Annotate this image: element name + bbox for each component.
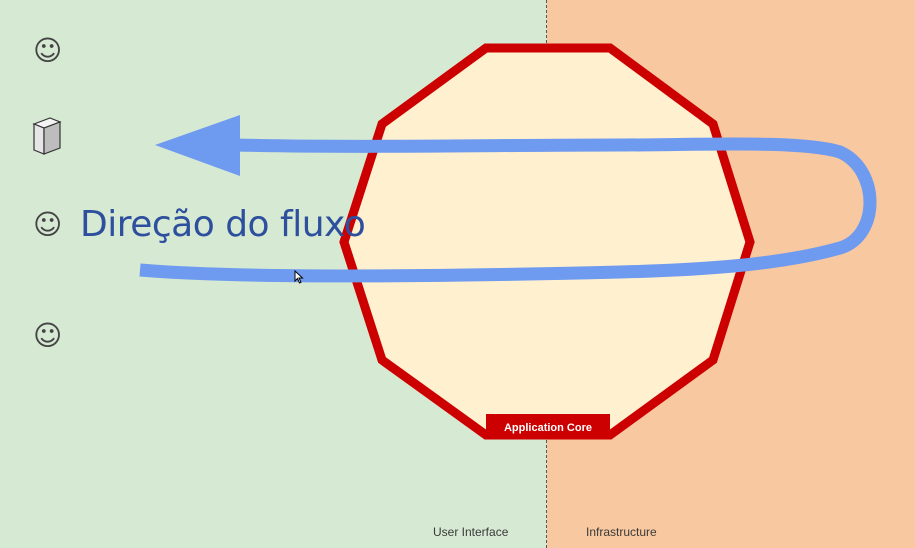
application-core-shape	[339, 43, 755, 440]
flow-direction-label: Direção do fluxo	[80, 204, 366, 245]
smiley-icon: ☺	[33, 319, 63, 352]
user-interface-label: User Interface	[433, 525, 509, 539]
flow-arrow-path	[139, 137, 877, 283]
flow-arrowhead	[155, 115, 240, 176]
smiley-icon: ☺	[33, 34, 63, 67]
application-core-label: Application Core	[504, 422, 592, 434]
application-core-label-box	[486, 414, 610, 438]
mouse-cursor-icon	[294, 269, 304, 289]
server-icon	[30, 114, 62, 161]
infrastructure-label: Infrastructure	[586, 525, 657, 539]
smiley-icon: ☺	[33, 208, 63, 241]
